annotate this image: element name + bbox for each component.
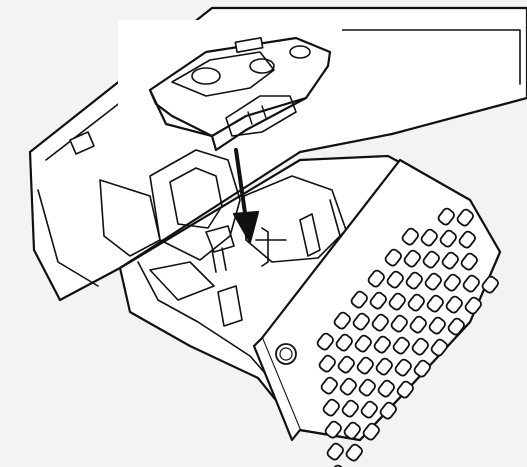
keyboard-key: [354, 334, 372, 353]
keyboard-key: [447, 317, 465, 336]
keyboard-key: [322, 398, 340, 417]
keyboard-key: [318, 354, 336, 373]
keyboard-key: [411, 337, 429, 356]
insert-arrow-icon: [232, 148, 260, 244]
keyboard-key: [350, 290, 368, 309]
keyboard-key: [441, 251, 459, 270]
keyboard-key: [481, 275, 499, 294]
keyboard-key: [422, 250, 440, 269]
keyboard-key: [339, 377, 357, 396]
power-button: [275, 343, 297, 365]
keyboard-key: [352, 312, 370, 331]
keyboard-key: [358, 378, 376, 397]
keyboard-key: [409, 315, 427, 334]
keyboard-key: [396, 380, 414, 399]
keyboard-key: [369, 291, 387, 310]
keyboard-key: [394, 358, 412, 377]
keyboard-key: [377, 379, 395, 398]
keyboard-key: [403, 249, 421, 268]
keyboard-key: [360, 400, 378, 419]
keyboard-key: [335, 333, 353, 352]
keyboard-key: [341, 399, 359, 418]
keyboard-keys: [275, 207, 499, 467]
keyboard-key: [456, 208, 474, 227]
keyboard-key: [320, 376, 338, 395]
keyboard-key: [386, 270, 404, 289]
keyboard-key: [362, 422, 380, 441]
keyboard-key: [439, 229, 457, 248]
power-button-ring: [279, 347, 293, 361]
keyboard-key: [443, 273, 461, 292]
keyboard-key: [428, 316, 446, 335]
keyboard-key: [337, 355, 355, 374]
keyboard-key: [460, 252, 478, 271]
keyboard-key: [392, 336, 410, 355]
keyboard-key: [343, 421, 361, 440]
keyboard-key: [375, 357, 393, 376]
tape-cassette: [118, 20, 342, 152]
keyboard-key: [458, 230, 476, 249]
keyboard-key: [462, 274, 480, 293]
keyboard-key: [445, 295, 463, 314]
keyboard-key: [379, 401, 397, 420]
keyboard-key: [464, 296, 482, 315]
keyboard-key: [345, 443, 363, 462]
keyboard-key: [405, 271, 423, 290]
keyboard-key: [426, 294, 444, 313]
keyboard-key: [437, 207, 455, 226]
cassette-compartment: [99, 149, 347, 327]
keyboard-key: [384, 248, 402, 267]
keyboard-key: [430, 338, 448, 357]
keyboard-key: [333, 311, 351, 330]
keyboard-key: [420, 228, 438, 247]
keyboard-key: [356, 356, 374, 375]
keyboard-key: [407, 293, 425, 312]
keyboard-key: [324, 420, 342, 439]
keyboard-key: [367, 269, 385, 288]
keyboard-key: [316, 332, 334, 351]
keyboard-key: [413, 359, 431, 378]
keyboard-key: [388, 292, 406, 311]
keyboard-key: [401, 227, 419, 246]
keyboard-key: [326, 442, 344, 461]
keyboard-key: [424, 272, 442, 291]
keyboard-key: [371, 313, 389, 332]
keyboard-key: [373, 335, 391, 354]
keyboard-key: [390, 314, 408, 333]
